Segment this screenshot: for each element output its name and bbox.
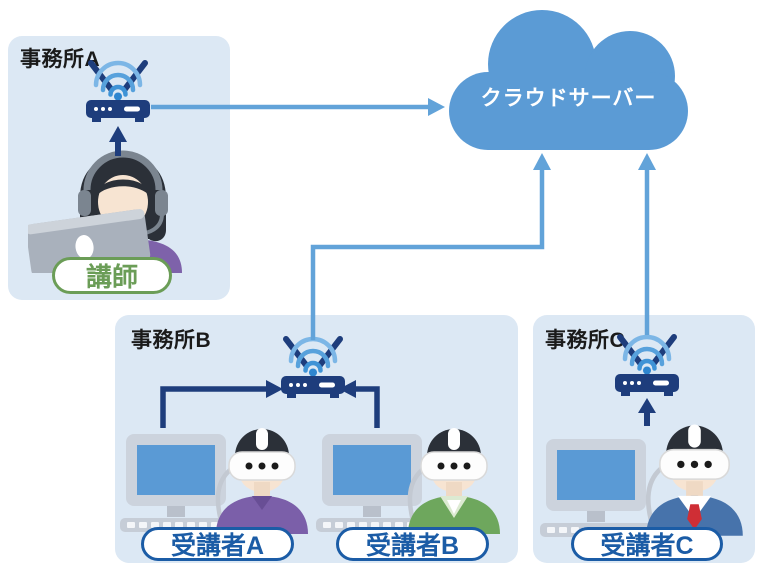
wifi-waves-icon — [93, 60, 143, 101]
instructor-label: 講師 — [52, 257, 172, 294]
office-b-box: 事務所B — [115, 315, 518, 563]
student-c-label: 受講者C — [571, 527, 723, 561]
cloud-server-label: クラウドサーバー — [480, 87, 657, 110]
wifi-router-icon — [86, 60, 150, 122]
office-a-box: 事務所A — [8, 36, 230, 300]
vr-student-illustration — [407, 428, 500, 534]
office-b-title: 事務所B — [131, 329, 212, 352]
cloud-shape-icon — [449, 10, 688, 150]
desktop-computer-icon — [540, 439, 652, 537]
office-a-title: 事務所A — [20, 48, 101, 71]
office-c-title: 事務所C — [545, 329, 626, 352]
wifi-router-icon — [615, 334, 679, 396]
wifi-waves-icon — [622, 334, 672, 375]
arrow-office-c-to-cloud — [638, 153, 656, 335]
cloud-server: クラウドサーバー — [447, 8, 690, 150]
vr-student-illustration — [645, 424, 743, 536]
wifi-router-icon — [281, 336, 345, 398]
instructor-illustration — [28, 150, 182, 273]
arrow-office-b-to-cloud — [310, 153, 551, 340]
desktop-computer-icon — [120, 434, 232, 532]
vr-headset-icon — [420, 451, 488, 481]
office-c-box: 事務所C — [533, 315, 755, 563]
vr-student-illustration — [215, 428, 308, 534]
student-a-label: 受講者A — [141, 527, 294, 561]
vr-headset-icon — [228, 451, 296, 481]
student-b-label: 受講者B — [336, 527, 489, 561]
vr-headset-icon — [659, 448, 730, 480]
